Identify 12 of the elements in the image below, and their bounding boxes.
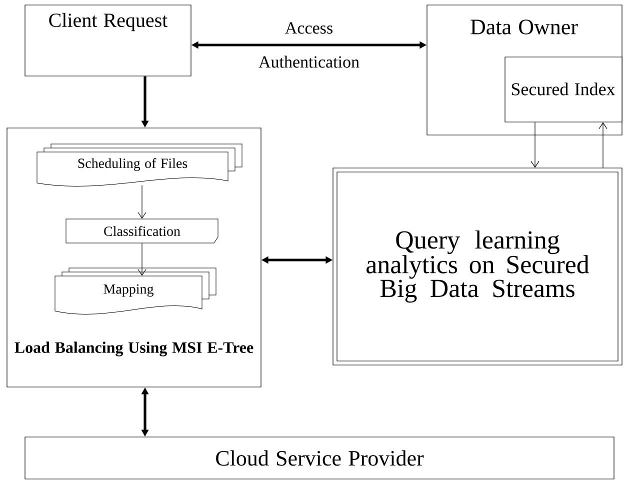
process-box: Query learning analytics on Secured Big Data Streams <box>332 168 622 366</box>
arrow <box>138 242 146 276</box>
process-box: Client Request <box>24 4 192 76</box>
document-stack: Scheduling of Files <box>36 144 242 186</box>
process-box: Secured Index <box>504 56 622 122</box>
edge-label: Access Authentication <box>258 22 360 68</box>
arrow <box>530 122 540 168</box>
process-box: Classification <box>66 218 218 244</box>
process-box: Cloud Service Provider <box>24 436 614 480</box>
arrow <box>598 122 608 168</box>
arrow <box>138 184 146 219</box>
document-stack: Mapping <box>54 268 216 314</box>
